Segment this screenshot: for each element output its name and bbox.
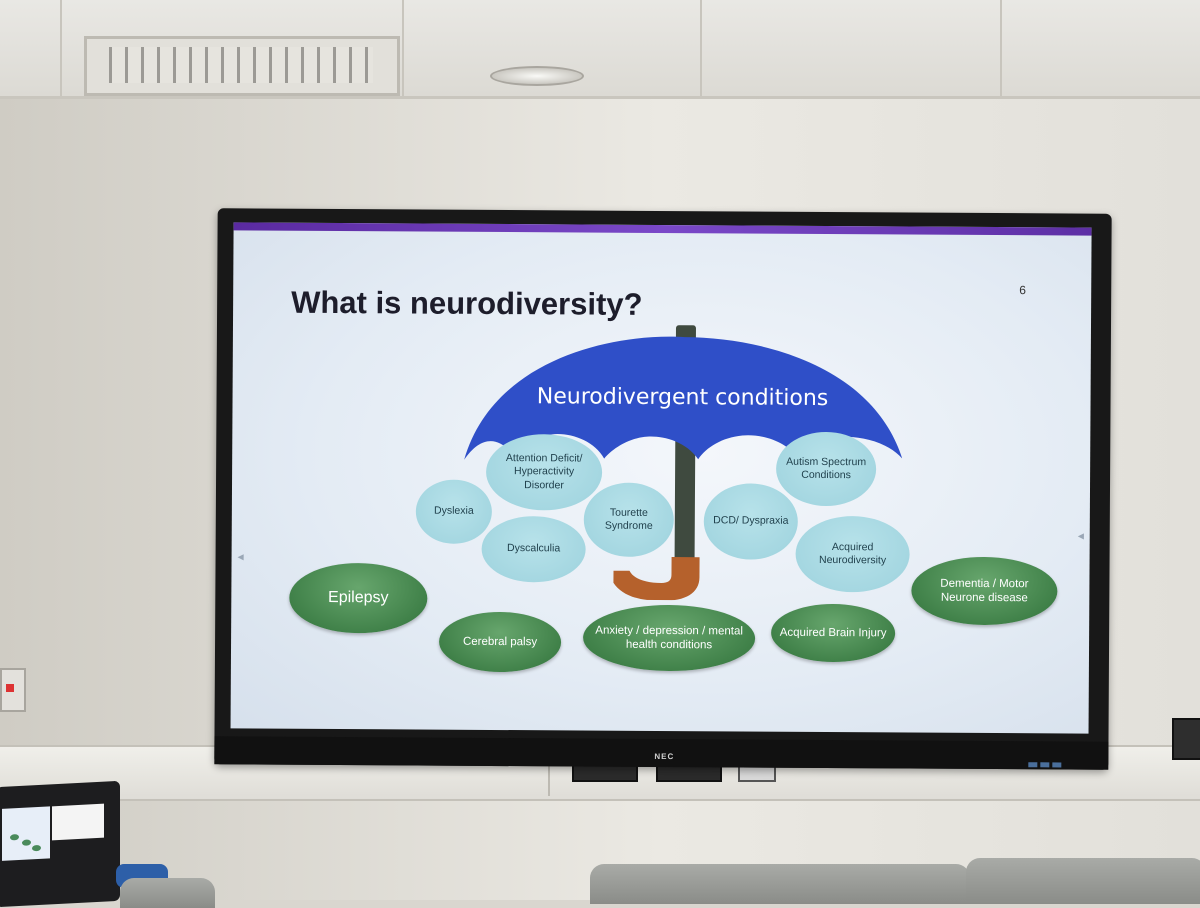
laptop-window: [52, 803, 104, 841]
ceiling-tile-seam: [1000, 0, 1002, 96]
next-arrow-icon[interactable]: ◀: [1077, 531, 1084, 541]
tv-bezel-bottom: NEC: [214, 736, 1109, 770]
condition-bubble-acquired-neurodiversity: Acquired Neurodiversity: [795, 515, 910, 593]
laptop-screen: [2, 806, 50, 861]
slide-title: What is neurodiversity?: [291, 284, 643, 322]
condition-bubble-tourette: Tourette Syndrome: [583, 482, 675, 558]
condition-bubble-dyslexia: Dyslexia: [415, 479, 493, 544]
slide-accent-bar: [233, 222, 1092, 236]
presentation-slide: What is neurodiversity? 6 ◀ ◀ Neurodiver…: [230, 222, 1092, 734]
condition-bubble-cerebral-palsy: Cerebral palsy: [438, 611, 562, 673]
seat: [120, 878, 215, 908]
umbrella-handle: [613, 557, 700, 601]
condition-bubble-mental-health: Anxiety / depression / mental health con…: [582, 604, 756, 672]
umbrella-label: Neurodivergent conditions: [536, 384, 829, 412]
seat: [966, 858, 1200, 904]
condition-bubble-epilepsy: Epilepsy: [289, 562, 428, 634]
previous-arrow-icon[interactable]: ◀: [237, 552, 244, 562]
light-switch[interactable]: [0, 668, 26, 712]
ceiling: [0, 0, 1200, 99]
ceiling-tile-seam: [700, 0, 702, 96]
trunking-seam: [548, 748, 550, 796]
tv-brand-logo: NEC: [654, 751, 675, 762]
condition-bubble-adhd: Attention Deficit/ Hyperactivity Disorde…: [485, 433, 603, 511]
tv-status-lights: [1028, 754, 1074, 768]
tv-screen: What is neurodiversity? 6 ◀ ◀ Neurodiver…: [214, 208, 1112, 770]
condition-bubble-autism: Autism Spectrum Conditions: [775, 431, 877, 507]
condition-bubble-acquired-brain-injury: Acquired Brain Injury: [770, 603, 896, 663]
power-socket: [1172, 718, 1200, 760]
umbrella-canopy: [464, 336, 903, 460]
air-vent: [84, 36, 400, 96]
condition-bubble-dementia-mnd: Dementia / Motor Neurone disease: [911, 556, 1058, 626]
condition-bubble-dcd-dyspraxia: DCD/ Dyspraxia: [703, 483, 799, 560]
slide-number: 6: [1019, 283, 1026, 298]
laptop: [0, 780, 120, 908]
condition-bubble-dyscalculia: Dyscalculia: [481, 515, 586, 583]
ceiling-tile-seam: [60, 0, 62, 96]
seat: [590, 864, 970, 904]
ceiling-light: [490, 66, 584, 86]
ceiling-tile-seam: [402, 0, 404, 96]
umbrella-icon: [464, 325, 903, 601]
